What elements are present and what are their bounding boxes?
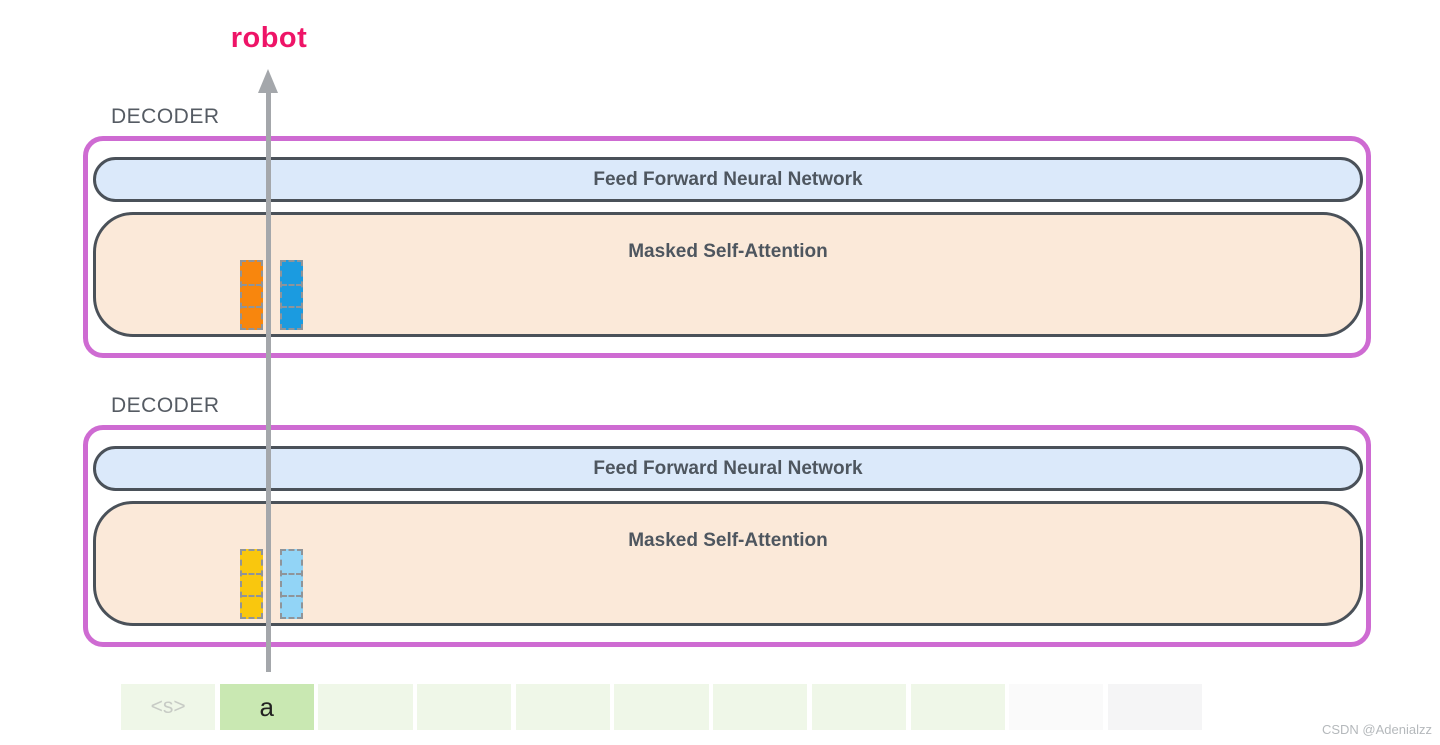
vector-cell-divider — [281, 594, 302, 597]
vector-cell-divider — [241, 283, 262, 286]
decoder-2-masked-self-attention-box: Masked Self-Attention — [93, 501, 1363, 626]
input-token-strip: <s> a — [121, 684, 1203, 730]
decoder-1-feed-forward-label: Feed Forward Neural Network — [593, 168, 863, 190]
vector-cell-divider — [241, 572, 262, 575]
hidden-state-vector-token2 — [280, 260, 303, 330]
token-cell-a: a — [219, 684, 314, 730]
token-cell-empty — [318, 684, 413, 730]
decoder-2-label: DECODER — [111, 394, 220, 417]
decoder-1-masked-self-attention-box: Masked Self-Attention — [93, 212, 1363, 337]
arrow-up-icon — [258, 69, 278, 93]
token-cell-empty — [614, 684, 709, 730]
vector-cell-divider — [281, 572, 302, 575]
hidden-state-vector-token1 — [240, 260, 263, 330]
vector-cell-divider — [241, 594, 262, 597]
token-cell-empty — [811, 684, 906, 730]
token-cell-empty — [515, 684, 610, 730]
decoder-1-label: DECODER — [111, 105, 220, 128]
decoder-2-feed-forward-label: Feed Forward Neural Network — [593, 457, 863, 479]
watermark-text: CSDN @Adenialzz — [1321, 722, 1432, 737]
token-cell-empty-gray — [1009, 684, 1104, 730]
token-cell-start: <s> — [121, 684, 216, 730]
predicted-token-label: robot — [230, 22, 308, 54]
decoder-1-masked-self-attention-label: Masked Self-Attention — [628, 241, 828, 262]
decoder-2-masked-self-attention-label: Masked Self-Attention — [628, 530, 828, 551]
vector-cell-divider — [241, 305, 262, 308]
arrow-shaft — [266, 91, 271, 672]
hidden-state-vector-token1 — [240, 549, 263, 619]
decoder-1-feed-forward-box: Feed Forward Neural Network — [93, 157, 1363, 202]
token-cell-empty — [417, 684, 512, 730]
hidden-state-vector-token2 — [280, 549, 303, 619]
vector-cell-divider — [281, 283, 302, 286]
decoder-2-feed-forward-box: Feed Forward Neural Network — [93, 446, 1363, 491]
token-cell-empty — [910, 684, 1005, 730]
token-cell-empty — [713, 684, 808, 730]
token-cell-empty-gray — [1107, 684, 1203, 730]
vector-cell-divider — [281, 305, 302, 308]
